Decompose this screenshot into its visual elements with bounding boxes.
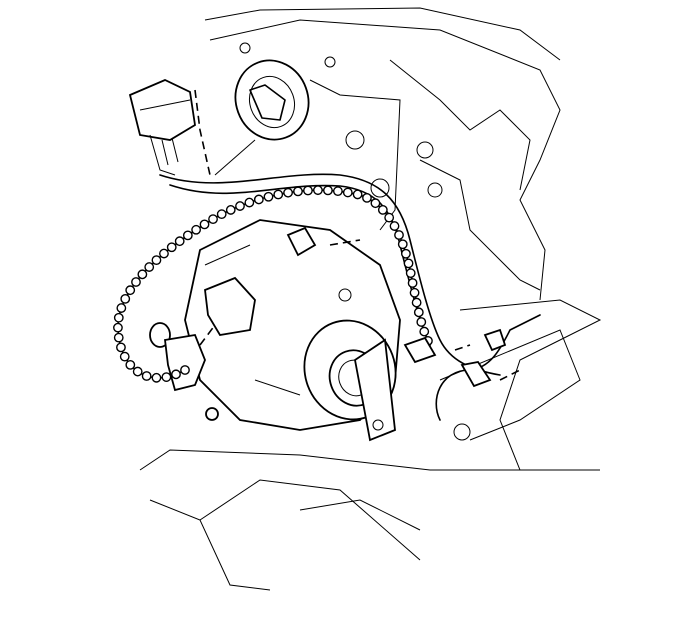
beaded-harness-conduit — [113, 185, 433, 383]
conduit-bead — [384, 212, 395, 223]
transmission-housing — [184, 219, 401, 442]
floor-pan — [139, 449, 600, 591]
conduit-bead — [370, 198, 381, 209]
conduit-bead — [166, 242, 177, 253]
conduit-bead — [216, 209, 227, 220]
conduit-bead — [313, 185, 323, 196]
conduit-bead — [199, 219, 210, 230]
conduit-bead — [131, 277, 141, 287]
conduit-bead — [116, 303, 127, 313]
conduit-bead — [293, 186, 303, 197]
conduit-bead — [113, 322, 123, 333]
conduit-bead — [161, 372, 172, 382]
conduit-bead — [182, 230, 193, 241]
conduit-bead — [362, 192, 372, 203]
conduit-bead — [171, 369, 181, 380]
conduit-bead — [411, 297, 422, 308]
conduit-bead — [419, 326, 430, 337]
conduit-bead — [283, 187, 293, 198]
conduit-bead — [413, 307, 424, 318]
conduit-bead — [407, 278, 418, 288]
conduit-bead — [180, 365, 190, 375]
conduit-bead — [144, 262, 155, 272]
conduit-bead — [401, 248, 411, 259]
conduit-bead — [191, 224, 202, 235]
conduit-bead — [273, 189, 284, 200]
conduit-bead — [416, 317, 427, 327]
conduit-bead — [377, 204, 388, 215]
conduit-bead — [137, 269, 148, 280]
conduit-bead — [409, 287, 420, 298]
conduit-bead — [113, 312, 124, 323]
vent-hose — [329, 239, 541, 421]
conduit-bead — [113, 332, 124, 343]
conduit-bead — [120, 293, 131, 304]
conduit-bead — [151, 255, 162, 266]
conduit-bead — [303, 185, 313, 196]
conduit-bead — [323, 185, 333, 196]
conduit-bead — [352, 189, 363, 200]
conduit-bead — [125, 285, 136, 296]
harness-connector — [128, 79, 211, 176]
conduit-bead — [225, 205, 236, 215]
conduit-bead — [159, 248, 169, 259]
conduit-bead — [263, 191, 274, 202]
conduit-bead — [244, 197, 255, 208]
conduit-bead — [333, 186, 343, 197]
conduit-bead — [389, 221, 400, 231]
conduit-bead — [151, 372, 162, 383]
conduit-bead — [141, 371, 152, 381]
conduit-bead — [394, 230, 404, 240]
conduit-bead — [405, 268, 416, 279]
conduit-bead — [397, 239, 408, 250]
engine-block-background — [204, 7, 602, 471]
conduit-bead — [116, 342, 126, 353]
conduit-bead — [253, 194, 264, 205]
conduit-bead — [342, 187, 353, 198]
conduit-bead — [174, 236, 185, 247]
conduit-bead — [119, 351, 130, 362]
conduit-bead — [235, 201, 245, 211]
conduit-bead — [125, 359, 136, 370]
conduit-bead — [208, 214, 218, 225]
conduit-bead — [403, 258, 414, 269]
seal-cover — [214, 59, 310, 176]
conduit-bead — [132, 366, 143, 377]
